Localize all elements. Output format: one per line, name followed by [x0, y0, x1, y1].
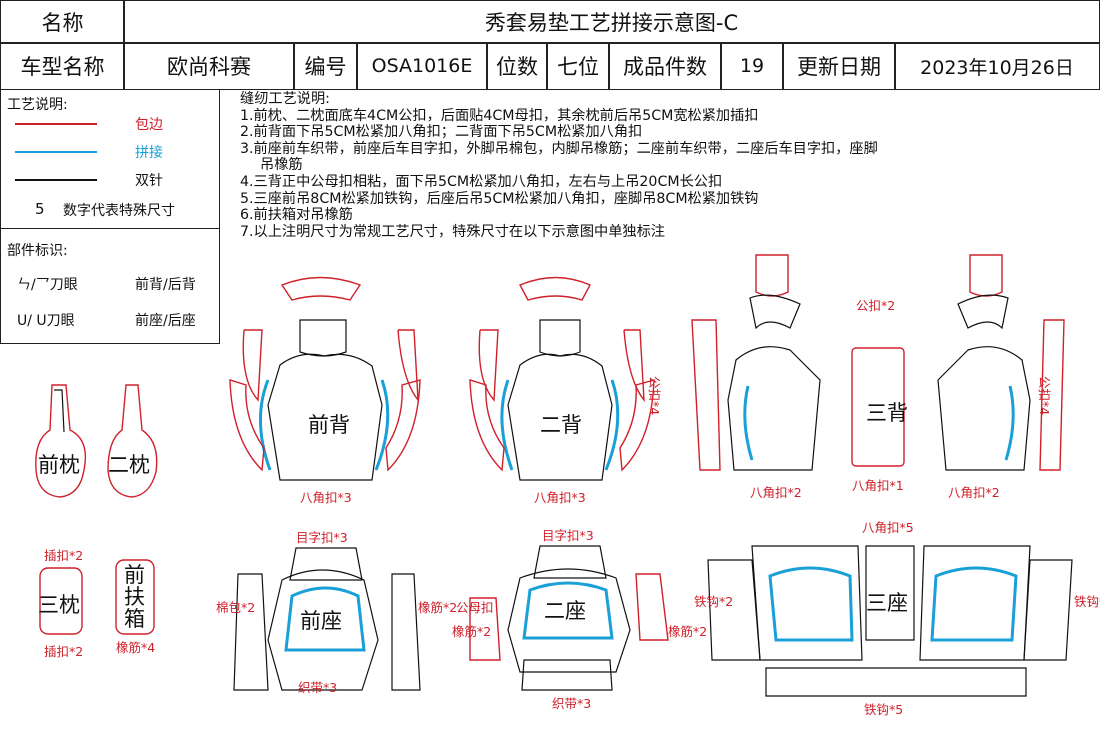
ss-mu-label: 目字扣*3	[542, 528, 594, 543]
legend-splice: 拼接	[135, 145, 163, 161]
front-seat-label: 前座	[300, 609, 342, 633]
name-label: 名称	[0, 0, 125, 44]
fs-elastic-label: 橡筋*2	[418, 600, 457, 615]
armrest: 前 扶 箱 橡筋*4	[115, 559, 155, 655]
code-value: OSA1016E	[356, 42, 488, 90]
tb-octagon-right-label: 八角扣*2	[948, 485, 1000, 500]
fs-mu-label: 目字扣*3	[296, 530, 348, 545]
pieces-label: 成品件数	[608, 42, 722, 90]
car-value: 欧尚科赛	[123, 42, 295, 90]
sewing-notes: 缝纫工艺说明: 1.前枕、二枕面底车4CM公扣，后面贴4CM母扣，其余枕前后吊5…	[240, 91, 1090, 240]
tb-octagon-left-label: 八角扣*2	[750, 485, 802, 500]
code-label: 编号	[293, 42, 358, 90]
note-line-1: 1.前枕、二枕面底车4CM公扣，后面贴4CM母扣，其余枕前后吊5CM宽松紧加插扣	[240, 107, 759, 124]
third-pillow: 插扣*2 三枕 插扣*2	[38, 548, 83, 659]
note-line-3-cont: 吊橡筋	[260, 157, 303, 174]
insert-bottom-label: 插扣*2	[44, 644, 83, 659]
front-pillow-label: 前枕	[38, 453, 80, 477]
third-back: 公扣*4 公扣*4 公扣*2 三背 八角扣*2 八角扣*1 八角扣*2	[647, 254, 1065, 500]
fb-octagon-label: 八角扣*3	[300, 490, 352, 505]
legend-number-desc: 数字代表特殊尺寸	[63, 203, 175, 219]
front-back-label: 前背	[308, 413, 350, 437]
tb-male-left-label: 公扣*4	[647, 376, 662, 415]
binding-line-sample	[15, 123, 97, 125]
tb-octagon-mid-label: 八角扣*1	[852, 478, 904, 493]
note-line-5: 5.三座前吊8CM松紧加铁钩，后座后吊5CM松紧加八角扣，座脚吊8CM松紧加铁钩	[240, 190, 759, 207]
armrest-label-2: 扶	[124, 585, 145, 609]
legend-double: 双针	[135, 173, 163, 189]
armrest-label-1: 前	[124, 563, 145, 587]
front-back: 前背 八角扣*3	[229, 276, 421, 505]
tb-male-right-label: 公扣*4	[1037, 376, 1052, 415]
fs-webbing-label: 织带*3	[298, 680, 337, 695]
note-line-6: 6.前扶箱对吊橡筋	[240, 207, 353, 224]
third-pillow-label: 三枕	[38, 593, 80, 617]
legend-binding: 包边	[135, 117, 163, 133]
car-label: 车型名称	[0, 42, 125, 90]
front-seat: 目字扣*3 前座 棉包*2 橡筋*2 织带*3	[216, 530, 457, 695]
ts-hook-bottom-label: 铁钩*5	[864, 702, 903, 717]
legend-panel: 工艺说明: 包边 拼接 双针 5 数字代表特殊尺寸 部件标识: ㄣ/乛刀眼 前背…	[0, 90, 220, 344]
ts-hook-left-label: 铁钩*2	[694, 594, 733, 609]
insert-top-label: 插扣*2	[44, 548, 83, 563]
second-seat-label: 二座	[544, 599, 586, 623]
third-back-label: 三背	[866, 401, 908, 425]
note-line-2: 2.前背面下吊5CM松紧加八角扣；二背面下吊5CM松紧加八角扣	[240, 124, 643, 141]
front-pillow: 前枕	[35, 384, 87, 498]
third-seat: 八角扣*5 三座 铁钩*2 铁钩*2 铁钩*5	[694, 520, 1100, 717]
notes-title: 缝纫工艺说明:	[240, 91, 330, 107]
ss-elastic-left-label: 橡筋*2	[452, 624, 491, 639]
third-seat-label: 三座	[866, 591, 908, 615]
seat-value: 七位	[546, 42, 610, 90]
sb-octagon-label: 八角扣*3	[534, 490, 586, 505]
notch-back-desc: 前背/后背	[135, 277, 196, 293]
notch-seat-desc: 前座/后座	[135, 313, 196, 329]
note-line-4: 4.三背正中公母扣相粘，面下吊5CM松紧加八角扣，左右与上吊20CM长公扣	[240, 173, 723, 190]
ss-elastic-right-label: 橡筋*2	[668, 624, 707, 639]
splice-line-sample	[15, 151, 97, 153]
fs-cotton-label: 棉包*2	[216, 600, 255, 615]
second-pillow-label: 二枕	[108, 453, 150, 477]
note-line-7: 7.以上注明尺寸为常规工艺尺寸，特殊尺寸在以下示意图中单独标注	[240, 223, 665, 240]
ts-hook-right-label: 铁钩*2	[1074, 594, 1100, 609]
note-line-3: 3.前座前车织带，前座后车目字扣，外脚吊棉包，内脚吊橡筋；二座前车织带，二座后车…	[240, 140, 878, 157]
header-table: 名称 秀套易垫工艺拼接示意图-C 车型名称 欧尚科赛 编号 OSA1016E 位…	[0, 0, 1100, 90]
second-pillow: 二枕	[107, 384, 158, 498]
armrest-elastic-label: 橡筋*4	[116, 640, 155, 655]
ss-webbing-label: 织带*3	[552, 696, 591, 711]
seat-label: 位数	[486, 42, 548, 90]
legend-number-sample: 5	[35, 200, 45, 218]
second-seat: 目字扣*3 二座 公母扣 橡筋*2 橡筋*2 织带*3	[452, 528, 707, 711]
notch-back-symbol: ㄣ/乛刀眼	[17, 277, 78, 293]
legend-title: 工艺说明:	[7, 97, 68, 113]
legend-divider	[1, 228, 219, 229]
ss-male-female-label: 公母扣	[456, 600, 494, 615]
second-back: 二背 八角扣*3	[469, 276, 655, 505]
double-line-sample	[15, 179, 97, 181]
notch-seat-symbol: U/ U刀眼	[17, 313, 75, 329]
parts-title: 部件标识:	[7, 243, 68, 259]
armrest-label-3: 箱	[124, 607, 145, 631]
pieces-value: 19	[720, 42, 784, 90]
ts-octagon-label: 八角扣*5	[862, 520, 914, 535]
date-label: 更新日期	[782, 42, 896, 90]
second-back-label: 二背	[540, 413, 582, 437]
diagram-title: 秀套易垫工艺拼接示意图-C	[123, 0, 1100, 44]
tb-male-top-label: 公扣*2	[856, 298, 895, 313]
